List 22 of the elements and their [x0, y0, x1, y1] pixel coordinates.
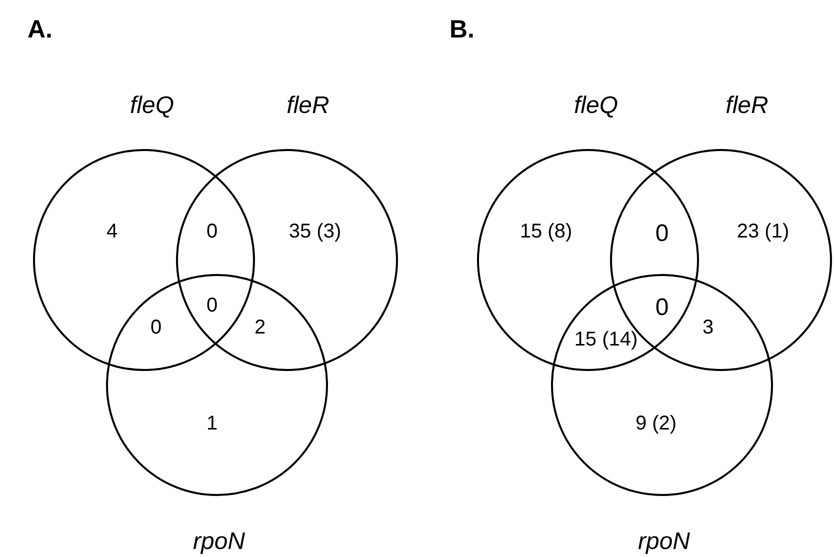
panel-letter: B. [450, 16, 474, 44]
gene-label: rpoN [638, 528, 690, 556]
count-label: 4 [106, 220, 118, 244]
gene-label: fleQ [574, 92, 618, 120]
count-label: 1 [206, 412, 218, 436]
gene-label: rpoN [192, 528, 246, 556]
count-label: 3 [702, 316, 714, 340]
count-label: 0 [206, 220, 218, 244]
gene-label: fleQ [130, 92, 174, 120]
count-label: 23 (1) [736, 220, 790, 244]
count-label: 35 (3) [288, 220, 342, 244]
count-label: 0 [655, 220, 669, 248]
count-label: 15 (8) [520, 220, 572, 244]
gene-label: fleR [286, 92, 330, 120]
panel-letter: A. [28, 16, 52, 44]
gene-label: fleR [726, 92, 768, 120]
count-label: 0 [150, 316, 162, 340]
count-label: 0 [655, 294, 669, 322]
count-label: 9 (2) [635, 412, 677, 436]
count-label: 0 [206, 294, 218, 318]
count-label: 15 (14) [574, 328, 638, 352]
count-label: 2 [254, 316, 266, 340]
